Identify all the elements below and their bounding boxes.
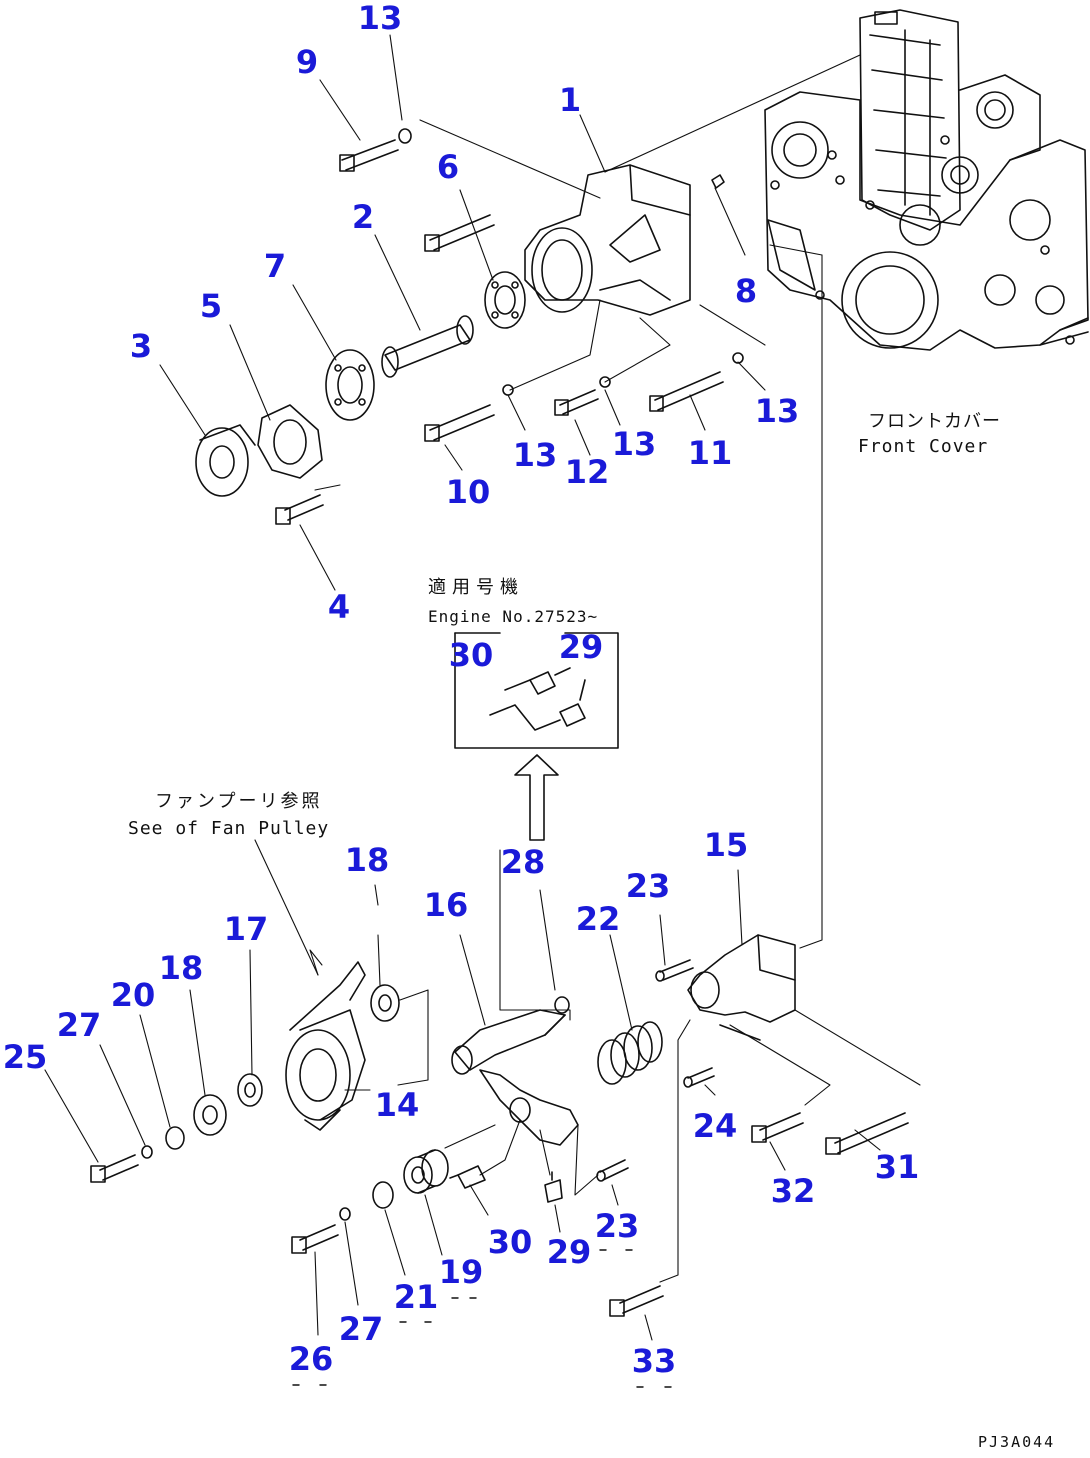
leader-lines-lower [44, 839, 921, 1341]
bearing-6 [484, 271, 526, 329]
callout-9: 9 [295, 43, 319, 81]
bolt-31 [825, 1112, 909, 1155]
callout-30: 30 [448, 636, 494, 674]
callout-22: 22 [575, 900, 621, 938]
callout-6: 6 [436, 148, 460, 186]
callout-25: 25 [2, 1038, 48, 1076]
callout-24: 24 [692, 1107, 738, 1145]
front-cover-drawing [764, 9, 1089, 351]
spacer-18-upper [370, 984, 400, 1022]
leader-lines-upper [159, 34, 861, 949]
drawing-code: PJ3A044 [978, 1433, 1056, 1451]
pin-24 [683, 1067, 715, 1088]
tick-marks [292, 1249, 672, 1388]
callout-14: 14 [374, 1086, 420, 1124]
callout-23: 23 [625, 867, 671, 905]
pin-23-upper [655, 959, 694, 982]
callout-1: 1 [558, 81, 582, 119]
washer-27-lower [339, 1207, 351, 1221]
washer-27-upper [141, 1145, 153, 1159]
callout-31: 31 [874, 1148, 920, 1186]
shaft-2 [381, 315, 474, 378]
callout-32: 32 [770, 1172, 816, 1210]
washer-20 [165, 1126, 185, 1150]
callout-33: 33 [631, 1342, 677, 1380]
callout-26: 26 [288, 1340, 334, 1378]
fan-pulley-label-jp: ファンプーリ参照 [155, 791, 323, 812]
pulley-bracket-14 [285, 961, 366, 1131]
callout-13: 13 [611, 425, 657, 463]
callout-18: 18 [344, 841, 390, 879]
fan-pulley-label-en: See of Fan Pulley [128, 818, 330, 839]
callout-29: 29 [558, 628, 604, 666]
bolt-33 [609, 1285, 664, 1317]
callout-23: 23 [594, 1207, 640, 1245]
spring-22 [597, 1021, 663, 1085]
callout-30: 30 [487, 1223, 533, 1261]
callout-5: 5 [199, 287, 223, 325]
applicable-label-jp: 適用号機 [428, 577, 524, 598]
front-cover-label-en: Front Cover [858, 436, 989, 457]
applicable-engine-box [454, 632, 619, 749]
plug-29-lower [544, 1171, 563, 1203]
bolts [275, 128, 744, 525]
callout-27: 27 [56, 1006, 102, 1044]
callout-8: 8 [734, 272, 758, 310]
callout-10: 10 [445, 473, 491, 511]
plug-30-lower [449, 1165, 486, 1189]
callout-15: 15 [703, 826, 749, 864]
callout-19: 19 [438, 1253, 484, 1291]
callout-3: 3 [129, 327, 153, 365]
callout-13: 13 [512, 436, 558, 474]
callout-20: 20 [110, 976, 156, 1014]
callout-12: 12 [564, 453, 610, 491]
callout-28: 28 [500, 843, 546, 881]
callout-21: 21 [393, 1278, 439, 1316]
bolt-32 [751, 1112, 804, 1143]
callout-29: 29 [546, 1233, 592, 1271]
bolt-26 [291, 1224, 339, 1254]
engine-number-label: Engine No.27523~ [428, 607, 599, 626]
spacer-18-lower [193, 1094, 227, 1136]
callout-11: 11 [687, 434, 733, 472]
roller-19 [403, 1149, 449, 1194]
gasket-5 [257, 404, 323, 479]
front-cover-label-jp: フロントカバー [868, 411, 1001, 432]
tension-arm-16 [451, 1009, 579, 1146]
bracket-15 [687, 934, 796, 1041]
bushing-17 [237, 1073, 263, 1107]
washer-21 [372, 1181, 394, 1209]
cap-3 [195, 424, 256, 497]
callout-2: 2 [351, 198, 375, 236]
pin-23-lower [596, 1159, 629, 1182]
callout-17: 17 [223, 910, 269, 948]
callout-13: 13 [754, 392, 800, 430]
callout-13: 13 [357, 0, 403, 37]
callout-18: 18 [158, 949, 204, 987]
up-arrow [514, 754, 559, 841]
callout-7: 7 [263, 247, 287, 285]
bolt-25 [90, 1154, 139, 1183]
bearing-7 [325, 349, 375, 421]
callout-16: 16 [423, 886, 469, 924]
callout-4: 4 [327, 588, 351, 626]
callout-27: 27 [338, 1310, 384, 1348]
plug-28 [554, 996, 570, 1014]
housing-drawing [524, 164, 691, 316]
